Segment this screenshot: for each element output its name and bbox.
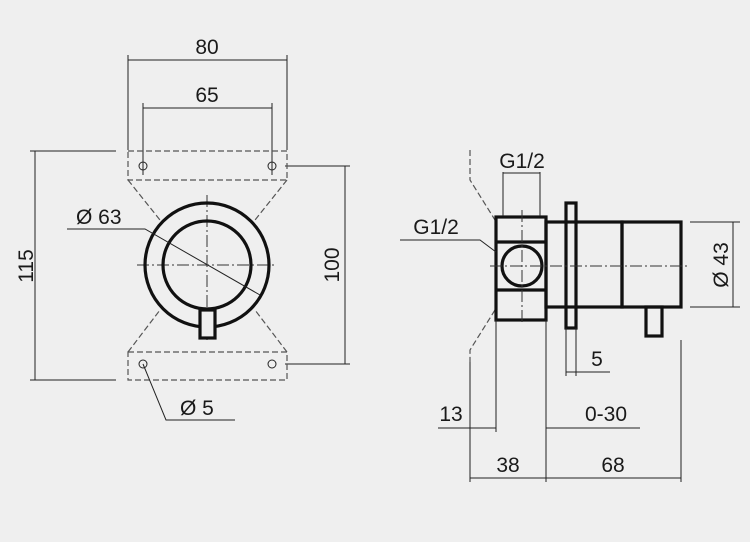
dimension-100: 100 xyxy=(285,165,350,365)
handle-outline xyxy=(198,308,217,340)
dim-38-label: 38 xyxy=(496,454,519,477)
dim-68-label: 68 xyxy=(601,454,624,477)
mounting-bracket-bottom xyxy=(127,309,288,381)
dimension-0-30: 0-30 xyxy=(545,320,640,482)
dim-5-flange-label: 5 xyxy=(591,348,603,371)
front-view: 80 65 115 100 xyxy=(15,36,350,421)
thread-top-label: G1/2 xyxy=(499,150,545,173)
dim-65-label: 65 xyxy=(195,84,218,107)
thread-side-callout: G1/2 xyxy=(400,216,497,253)
dimension-43: Ø 43 xyxy=(690,221,740,308)
thread-side-label: G1/2 xyxy=(413,216,459,239)
handle-side xyxy=(644,305,664,338)
knob-side xyxy=(620,220,683,309)
dimension-13: 13 xyxy=(438,320,497,432)
dim-100-label: 100 xyxy=(321,247,344,282)
dimension-115: 115 xyxy=(15,150,116,381)
dimension-65: 65 xyxy=(142,84,273,175)
dim-63-label: Ø 63 xyxy=(76,206,122,229)
dim-0-30-label: 0-30 xyxy=(585,403,627,426)
valve-body xyxy=(544,220,624,309)
diameter-5-callout: Ø 5 xyxy=(142,363,235,421)
dimension-5-flange: 5 xyxy=(565,328,610,376)
diameter-63-callout: Ø 63 xyxy=(67,206,261,296)
dimension-38-68: 38 68 xyxy=(469,340,682,482)
thread-top-callout: G1/2 xyxy=(499,150,545,216)
dim-115-label: 115 xyxy=(15,249,38,282)
dim-80-label: 80 xyxy=(195,36,218,59)
dim-5-label: Ø 5 xyxy=(180,397,214,420)
dim-13-label: 13 xyxy=(439,403,462,426)
side-view: G1/2 G1/2 Ø 43 5 13 0-30 xyxy=(400,150,740,482)
mounting-bracket-top xyxy=(127,150,288,221)
dim-43-label: Ø 43 xyxy=(710,242,733,288)
dimension-80: 80 xyxy=(127,36,288,150)
